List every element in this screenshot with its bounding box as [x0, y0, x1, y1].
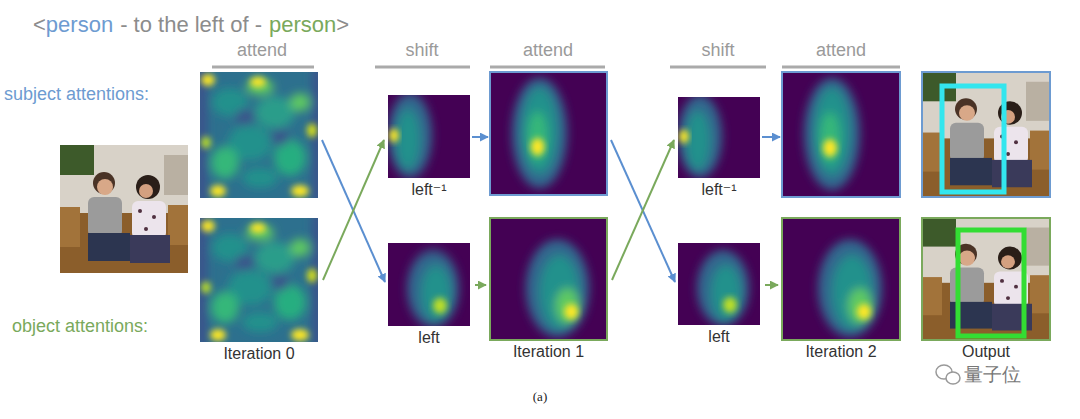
title-relation: - to the left of - [120, 12, 262, 38]
heatmap [195, 67, 324, 203]
step-bars [212, 66, 900, 69]
heatmap [388, 243, 470, 327]
step-header: attend [816, 40, 866, 61]
object-border [922, 218, 1050, 340]
heatmap [490, 218, 607, 340]
title-object: person [269, 12, 336, 38]
heatmap [782, 218, 900, 340]
watermark: 量子位 [964, 362, 1021, 388]
row-label: object attentions: [12, 316, 148, 337]
panel-caption: left⁻¹ [676, 180, 762, 199]
panel-caption: Iteration 2 [780, 342, 902, 361]
heatmap-panel: Iteration 2 [780, 218, 902, 361]
step-header: attend [237, 40, 287, 61]
subject-border [490, 72, 607, 195]
heatmap-panel: left [386, 243, 472, 347]
heatmap [678, 95, 760, 178]
figure-caption: (a) [533, 389, 547, 405]
heatmap-panel: left⁻¹ [386, 95, 472, 199]
heatmap-panel: Iteration 0 [198, 218, 320, 363]
heatmap-panel: Iteration 1 [488, 218, 609, 361]
subject-arrows [322, 137, 780, 282]
step-header: shift [701, 40, 734, 61]
object-arrow [475, 284, 486, 286]
heatmap-panel: Output [920, 218, 1052, 361]
object-arrow [323, 140, 384, 280]
title-bracket: > [336, 12, 349, 38]
step-header: shift [405, 40, 438, 61]
panel-caption: Iteration 1 [488, 342, 609, 361]
input-photo [60, 145, 188, 273]
title-subject: person [46, 12, 113, 38]
heatmap [490, 72, 607, 195]
object-border [782, 218, 900, 340]
object-border [490, 218, 607, 340]
step-header: attend [523, 40, 573, 61]
output-photo [922, 218, 1050, 340]
panel-caption: left [386, 328, 472, 347]
heatmap [388, 93, 470, 178]
output-photo [922, 72, 1050, 197]
heatmap-panel: left⁻¹ [676, 97, 762, 199]
panel-caption: left⁻¹ [386, 180, 472, 199]
object-box [958, 230, 1024, 336]
title-bracket: < [33, 12, 46, 38]
heatmap-panel: left [676, 243, 762, 346]
subject-box [942, 86, 1004, 192]
subject-border [782, 72, 900, 197]
wechat-icon [936, 365, 960, 384]
panel-caption: Output [920, 342, 1052, 361]
heatmap [195, 213, 324, 347]
subject-border [922, 72, 1050, 197]
row-label: subject attentions: [4, 84, 149, 105]
heatmap [678, 243, 760, 326]
heatmap [782, 72, 900, 197]
object-arrow [612, 140, 674, 280]
object-arrow [765, 284, 778, 286]
panel-caption: Iteration 0 [198, 344, 320, 363]
title-row: <person- to the left of -person> [33, 12, 349, 38]
panel-caption: left [676, 327, 762, 346]
